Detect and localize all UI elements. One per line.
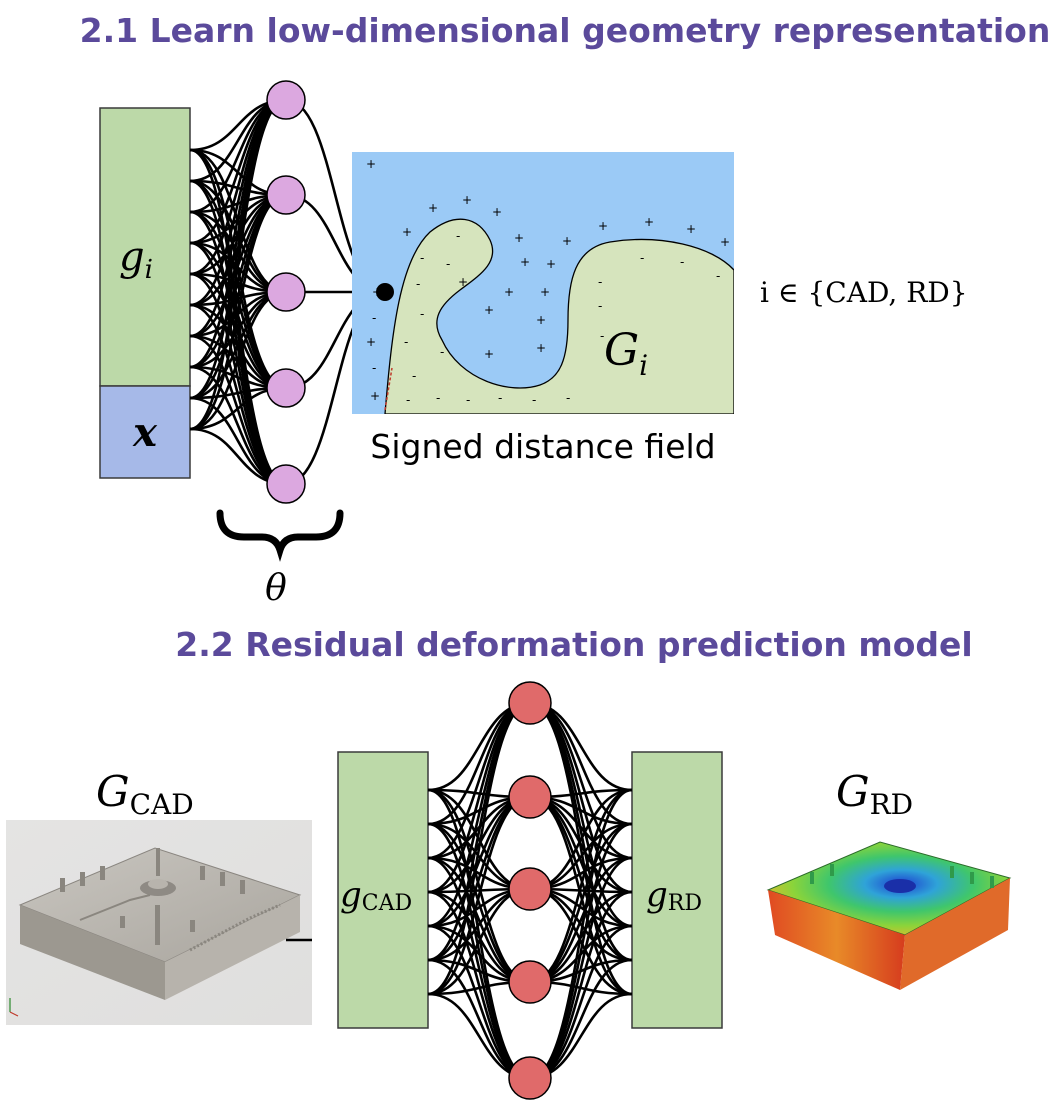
- sdf-minus-sign: -: [404, 335, 408, 349]
- sdf-minus-sign: -: [598, 275, 602, 289]
- sdf-shape: [384, 218, 734, 414]
- sdf-plus-sign: +: [492, 205, 502, 219]
- sdf-plus-sign: +: [598, 219, 608, 233]
- sdf-shape-label: Gi: [604, 325, 648, 382]
- sdf-plus-sign: +: [402, 225, 412, 239]
- sdf-plus-sign: +: [462, 193, 472, 207]
- sdf-output-node: [376, 283, 394, 301]
- sdf-minus-sign: -: [456, 229, 460, 243]
- rd-render-image: [760, 828, 1016, 1018]
- sdf-minus-sign: -: [598, 299, 602, 313]
- sdf-plus-sign: +: [484, 303, 494, 317]
- rd-code-box: [631, 751, 723, 1029]
- network2-edge: [427, 701, 531, 996]
- section1-heading: 2.1 Learn low-dimensional geometry repre…: [80, 11, 1051, 50]
- sdf-minus-sign: -: [372, 311, 376, 325]
- sdf-plus-sign: +: [370, 389, 380, 403]
- network1-hidden-node: [266, 175, 306, 215]
- parameter-label: θ: [265, 568, 287, 609]
- sdf-minus-sign: -: [498, 391, 502, 405]
- sdf-plus-sign: +: [366, 335, 376, 349]
- network1-hidden-node: [266, 464, 306, 504]
- sdf-plus-sign: +: [458, 275, 468, 289]
- geometry-code-label: gi: [119, 234, 153, 285]
- sdf-plus-sign: +: [366, 157, 376, 171]
- sdf-plus-sign: +: [428, 201, 438, 215]
- sdf-minus-sign: -: [600, 329, 604, 343]
- cad-render-image: [6, 820, 312, 1025]
- sdf-minus-sign: -: [420, 251, 424, 265]
- network2-hidden-node: [508, 681, 552, 725]
- sdf-minus-sign: -: [640, 251, 644, 265]
- coordinate-input-box: [99, 385, 191, 479]
- sdf-boundary-marker: [384, 367, 393, 411]
- network1-hidden-layer: [266, 80, 306, 504]
- sdf-plus-sign: +: [562, 234, 572, 248]
- sdf-plus-sign: +: [504, 285, 514, 299]
- sdf-plus-sign: +: [536, 313, 546, 327]
- sdf-minus-sign: -: [416, 277, 420, 291]
- network1-hidden-node: [266, 80, 306, 120]
- network2-hidden-node: [508, 867, 552, 911]
- sdf-minus-sign: -: [716, 269, 720, 283]
- sdf-minus-sign: -: [680, 255, 684, 269]
- rd-code-label: gRD: [646, 875, 702, 916]
- parameter-brace: [216, 509, 344, 562]
- sdf-minus-sign: -: [446, 257, 450, 271]
- network1-hidden-node: [266, 272, 306, 312]
- sdf-minus-sign: -: [436, 391, 440, 405]
- sdf-minus-sign: -: [532, 393, 536, 407]
- sdf-plus-sign: +: [540, 285, 550, 299]
- sdf-plus-sign: +: [514, 231, 524, 245]
- sdf-plus-sign: +: [686, 222, 696, 236]
- sdf-minus-sign: -: [440, 345, 444, 359]
- sdf-minus-sign: -: [412, 369, 416, 383]
- cad-code-label: gCAD: [340, 875, 412, 916]
- sdf-plus-sign: +: [520, 255, 530, 269]
- coordinate-label: x: [132, 409, 158, 456]
- cad-code-box: [337, 751, 429, 1029]
- network2-edge: [529, 701, 633, 996]
- sdf-minus-sign: -: [466, 393, 470, 407]
- rd-geometry-label: GRD: [836, 767, 913, 821]
- sdf-plus-sign: +: [644, 215, 654, 229]
- sdf-plus-sign: +: [720, 235, 730, 249]
- network1-hidden-node: [266, 368, 306, 408]
- network2-hidden-node: [508, 775, 552, 819]
- sdf-minus-sign: -: [420, 307, 424, 321]
- index-set-label: i ∈ {CAD, RD}: [760, 276, 968, 309]
- section2-heading: 2.2 Residual deformation prediction mode…: [175, 625, 972, 664]
- geometry-code-box: [99, 107, 191, 387]
- sdf-minus-sign: -: [406, 393, 410, 407]
- network2-hidden-node: [508, 960, 552, 1004]
- sdf-minus-sign: -: [372, 361, 376, 375]
- network2-hidden-node: [508, 1056, 552, 1100]
- network2-hidden-layer: [508, 681, 552, 1100]
- sdf-plus-sign: +: [536, 341, 546, 355]
- cad-geometry-label: GCAD: [96, 767, 194, 821]
- sdf-minus-sign: -: [566, 391, 570, 405]
- sdf-plus-sign: +: [484, 347, 494, 361]
- sdf-plus-sign: +: [546, 257, 556, 271]
- sdf-caption: Signed distance field: [370, 427, 715, 466]
- sdf-panel: [352, 152, 734, 414]
